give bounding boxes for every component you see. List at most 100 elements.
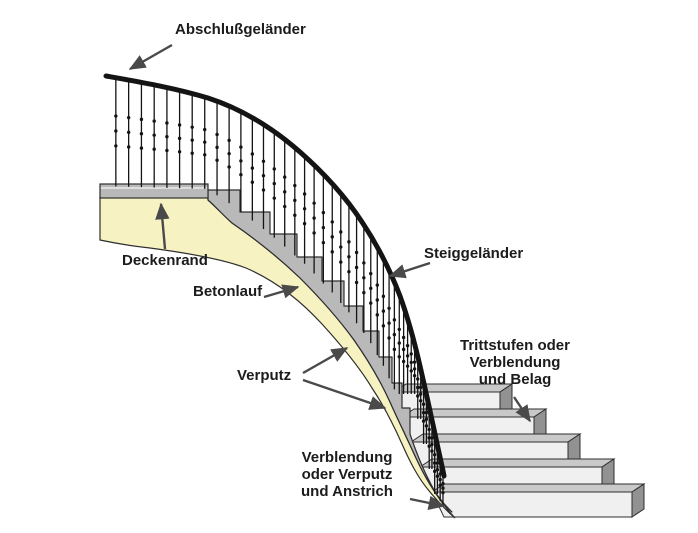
baluster-ornament	[421, 419, 426, 423]
baluster-ornament	[227, 165, 231, 169]
baluster-ornament	[190, 151, 194, 155]
baluster-ornament	[369, 271, 373, 276]
baluster-ornament	[416, 377, 420, 381]
label-betonlauf: Betonlauf	[193, 283, 263, 300]
baluster-ornament	[126, 115, 131, 120]
baluster-ornament	[432, 461, 437, 465]
baluster-ornament	[114, 129, 118, 133]
label-verblendung: Verblendung oder Verputz und Anstrich	[288, 449, 406, 500]
arrow-steiggelaender	[388, 261, 431, 279]
baluster-ornament	[283, 175, 287, 179]
baluster-ornament	[419, 392, 423, 396]
arrow-verputz-lower	[302, 378, 387, 410]
baluster-ornament	[354, 280, 359, 285]
baluster-ornament	[330, 235, 334, 239]
baluster-ornament	[427, 436, 431, 440]
baluster-ornament	[203, 127, 207, 132]
baluster-ornament	[126, 145, 131, 149]
baluster-ornament	[441, 481, 445, 486]
baluster-ornament	[430, 436, 434, 440]
baluster-ornament	[215, 132, 219, 137]
label-trittstufen-line2: Verblendung	[469, 353, 561, 371]
baluster-ornament	[330, 220, 334, 224]
label-verputz: Verputz	[237, 367, 292, 384]
baluster-ornament	[261, 159, 266, 163]
baluster-ornament	[215, 158, 219, 162]
baluster-ornament	[139, 117, 144, 122]
label-trittstufen-line1: Trittstufen oder	[459, 337, 570, 354]
arrow-betonlauf	[263, 284, 300, 299]
baluster-ornament	[165, 121, 169, 125]
baluster-ornament	[227, 151, 231, 156]
baluster-ornament	[409, 369, 413, 373]
baluster-ornament	[215, 145, 219, 150]
baluster-ornament	[272, 167, 276, 171]
baluster-ornament	[401, 359, 406, 364]
baluster-ornament	[412, 367, 417, 371]
baluster-ornament	[387, 336, 391, 340]
baluster-ornament	[250, 166, 255, 170]
baluster-ornament	[416, 394, 420, 398]
baluster-ornament	[293, 213, 297, 217]
baluster-ornament	[312, 216, 316, 220]
baluster-ornament	[261, 188, 266, 192]
label-trittstufen: Trittstufen oder Verblendung und Belag	[444, 337, 586, 388]
baluster-ornament	[347, 270, 351, 274]
baluster-ornament	[114, 114, 118, 118]
baluster-ornament	[362, 290, 366, 295]
arrow-verputz-upper	[302, 346, 349, 375]
baluster-ornament	[405, 364, 410, 368]
baluster-ornament	[321, 210, 326, 215]
baluster-ornament	[438, 477, 442, 482]
baluster-ornament	[165, 148, 169, 153]
concrete-flight	[207, 189, 453, 513]
baluster-ornament	[339, 245, 343, 249]
baluster-ornament	[424, 410, 429, 415]
baluster-ornament	[421, 410, 426, 415]
baluster-ornament	[347, 255, 351, 259]
baluster-ornament	[339, 230, 343, 234]
arrow-deckenrand	[155, 202, 170, 250]
baluster-ornament	[239, 173, 243, 177]
baluster-ornament	[427, 427, 431, 432]
baluster-ornament	[424, 417, 429, 421]
baluster-ornament	[387, 306, 391, 310]
label-verblendung-line3: und Anstrich	[301, 482, 393, 500]
baluster-ornament	[177, 136, 182, 141]
baluster-ornament	[427, 444, 431, 448]
baluster-ornament	[312, 231, 316, 235]
baluster-ornament	[302, 221, 307, 226]
baluster-ornament	[347, 240, 351, 244]
label-steiggelaender: Steiggeländer	[424, 245, 524, 262]
baluster-ornament	[261, 173, 266, 178]
baluster-ornament	[302, 207, 307, 211]
baluster-ornament	[165, 135, 169, 139]
label-verblendung-line1: Verblendung	[301, 449, 393, 466]
step-front	[431, 491, 633, 518]
baluster-ornament	[321, 225, 326, 230]
baluster-ornament	[435, 474, 440, 478]
baluster-ornament	[409, 360, 413, 365]
baluster-ornament	[354, 250, 359, 255]
baluster-ornament	[381, 294, 386, 299]
baluster-ornament	[438, 483, 442, 488]
railing-balusters	[114, 79, 445, 505]
baluster-ornament	[397, 341, 401, 345]
baluster-ornament	[387, 321, 391, 325]
baluster-ornament	[432, 469, 437, 474]
baluster-ornament	[397, 327, 401, 332]
baluster-ornament	[339, 260, 343, 264]
baluster-ornament	[375, 298, 379, 302]
step-top	[418, 458, 616, 468]
baluster-ornament	[432, 453, 437, 457]
baluster-ornament	[435, 461, 440, 465]
baluster-ornament	[177, 150, 182, 154]
baluster-ornament	[239, 159, 243, 163]
baluster-ornament	[293, 183, 297, 188]
baluster-ornament	[190, 138, 194, 142]
baluster-ornament	[392, 318, 397, 322]
baluster-ornament	[424, 424, 429, 428]
baluster-ornament	[419, 399, 423, 403]
